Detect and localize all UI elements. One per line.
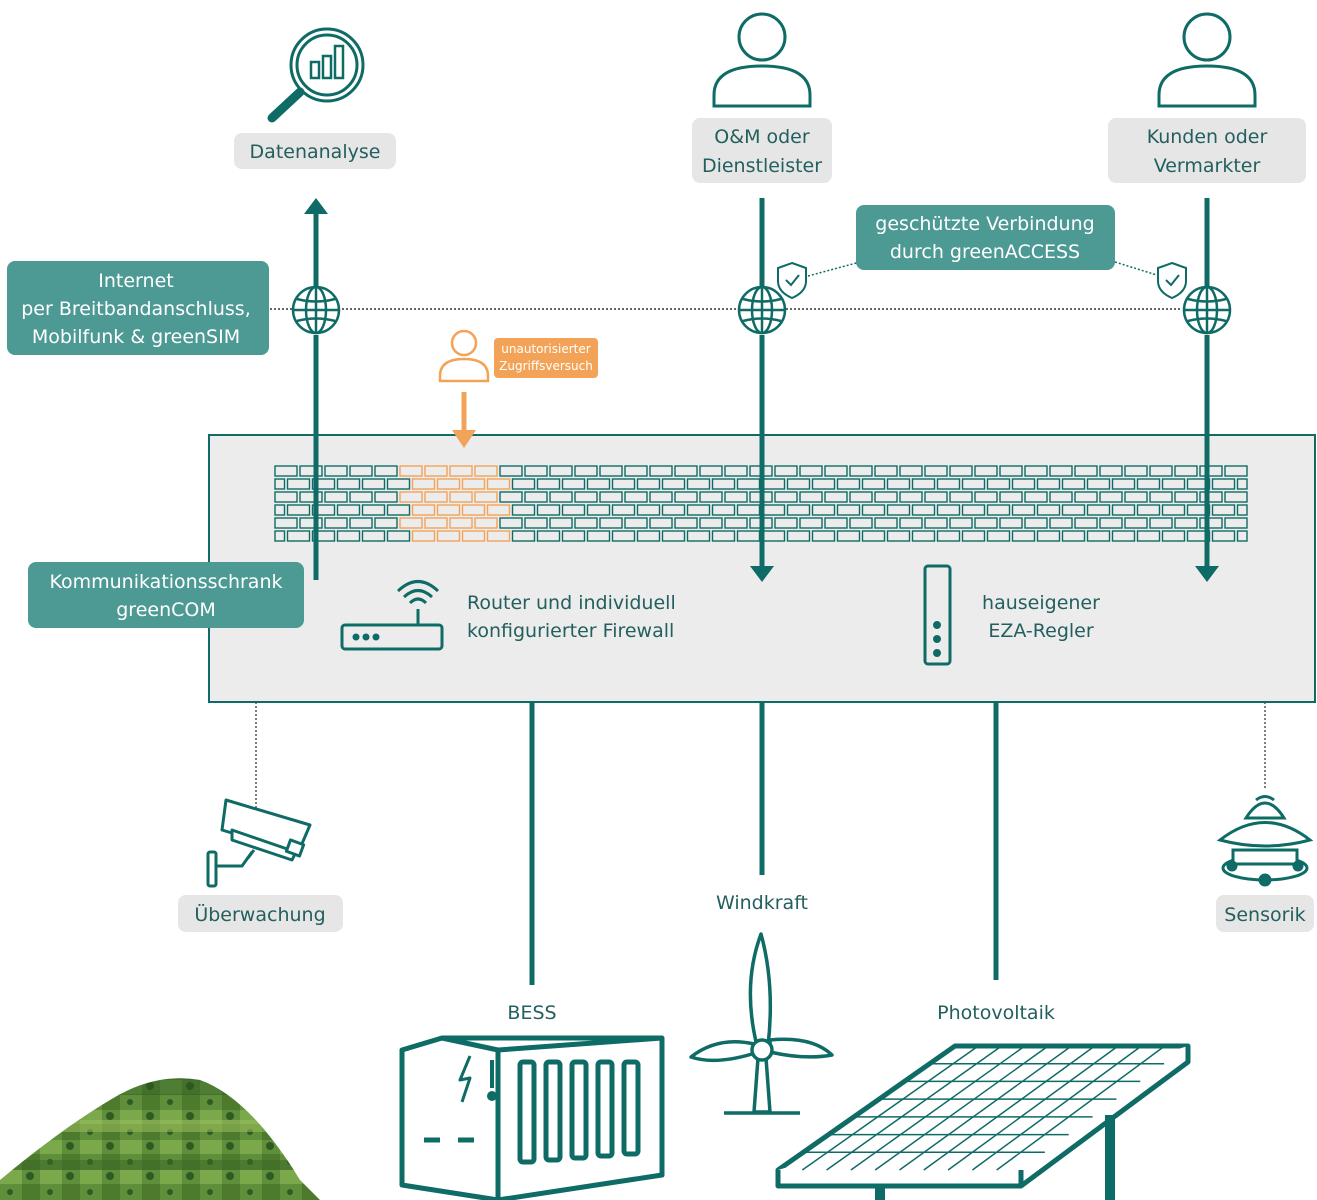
- router-label-line2: konfigurierter Firewall: [467, 620, 674, 642]
- sensor-icon: [1216, 795, 1314, 887]
- internet-label-line3: Mobilfunk & greenSIM: [32, 326, 240, 348]
- pv-label: Photovoltaik: [937, 1002, 1055, 1024]
- person-icon: [1157, 12, 1257, 108]
- battery-container-icon: [399, 1035, 665, 1200]
- unauthorized-label-line1: unautorisierter: [501, 342, 590, 356]
- data-flow-lines: [313, 198, 1210, 985]
- access-connector-left: [807, 261, 861, 277]
- person-icon: [712, 12, 812, 108]
- firewall-wall-icon: [274, 465, 1248, 542]
- om-label-line1: O&M oder: [714, 126, 810, 148]
- controller-label-line1: hauseigener: [982, 592, 1100, 614]
- internet-label-line1: Internet: [98, 270, 173, 292]
- globe-icon: [737, 285, 787, 335]
- bess-label: BESS: [507, 1002, 556, 1024]
- access-label-line1: geschützte Verbindung: [875, 213, 1094, 235]
- unauthorized-label-line2: Zugriffsversuch: [499, 359, 593, 373]
- om-label-line2: Dienstleister: [702, 155, 822, 177]
- cabinet-label-line1: Kommunikationsschrank: [49, 571, 282, 593]
- analytics-magnifier-icon: [267, 27, 365, 123]
- landscape-image: [0, 1078, 320, 1200]
- internet-label-line2: per Breitbandanschluss,: [21, 298, 250, 320]
- access-connector-right: [1114, 261, 1161, 277]
- shield-check-icon: [777, 261, 807, 300]
- controller-label-line2: EZA-Regler: [988, 620, 1094, 642]
- datenanalyse-label: Datenanalyse: [250, 141, 381, 163]
- cabinet-label-line2: greenCOM: [116, 599, 216, 621]
- unauthorized-person-icon: [438, 329, 490, 383]
- customer-label-line2: Vermarkter: [1154, 155, 1261, 177]
- router-label-line1: Router und individuell: [467, 592, 676, 614]
- router-icon: [340, 580, 444, 651]
- sensor-label: Sensorik: [1224, 904, 1305, 926]
- customer-label-line1: Kunden oder: [1147, 126, 1268, 148]
- solar-panel-icon: [775, 1043, 1191, 1200]
- globe-icon: [1182, 285, 1232, 335]
- wind-turbine-icon: [689, 932, 834, 1115]
- globe-icon: [291, 285, 341, 335]
- shield-check-icon: [1157, 261, 1187, 300]
- access-label-line2: durch greenACCESS: [890, 241, 1080, 263]
- label-box: [234, 133, 396, 169]
- wind-label: Windkraft: [716, 892, 808, 914]
- monitoring-label: Überwachung: [194, 903, 325, 926]
- arrow-heads: [304, 198, 1219, 582]
- camera-icon: [206, 798, 312, 888]
- controller-icon: [923, 564, 952, 666]
